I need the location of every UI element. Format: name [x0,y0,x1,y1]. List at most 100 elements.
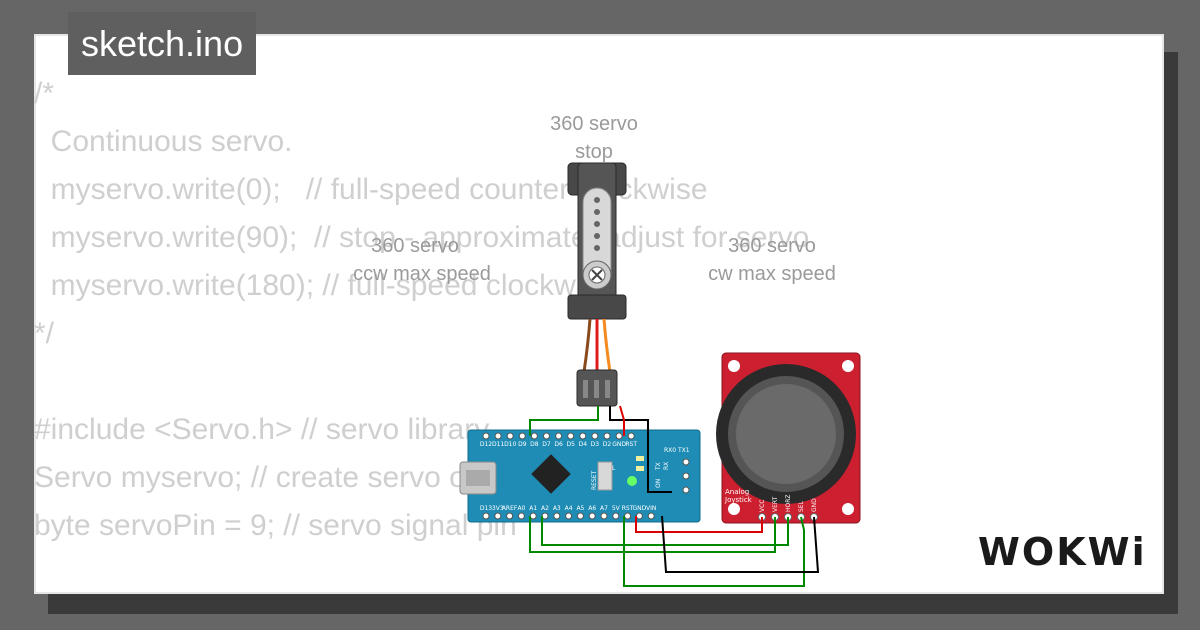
joystick-pin-label: SEL [798,500,805,512]
servo-cw-label-line1: 360 servo [728,235,816,257]
nano-top-pin[interactable] [555,432,563,440]
nano-bottom-pin-label: A6 [588,505,596,512]
nano-rx-led-label: RX [663,462,670,470]
joystick-pin-label: HORZ [785,494,792,512]
nano-top-pin[interactable] [518,432,526,440]
servo-leads [582,318,612,373]
joystick-vert-wire [529,516,776,553]
nano-bottom-pin-label: A2 [541,505,549,512]
nano-bottom-pin-label: A7 [600,505,608,512]
nano-bottom-pin[interactable] [588,512,596,520]
code-line: */ [34,317,55,350]
nano-bottom-pin[interactable] [553,512,561,520]
nano-led-label: L [612,465,616,472]
joystick-ground-wire [661,515,820,573]
nano-bottom-pin[interactable] [494,512,502,520]
nano-bottom-pin[interactable] [529,512,537,520]
nano-bottom-pin-label: AREF [502,505,518,512]
joystick-pin-label: VCC [759,500,766,512]
nano-bottom-pin-label: A4 [565,505,573,512]
wokwi-logo-text: WOKWi [978,530,1147,574]
code-line: byte servoPin = 9; // servo signal pin [34,509,517,542]
nano-top-pin[interactable] [579,432,587,440]
nano-bottom-pin-label: 5V [612,505,621,512]
servo-ccw-label-line2: ccw max speed [353,263,491,285]
nano-top-pin-label: D6 [554,441,563,448]
nano-bottom-pin-label: RST [622,505,634,512]
nano-reset-label: RESET [591,470,598,490]
nano-top-pin-label: D10 [504,441,516,448]
nano-top-pin-label: D11 [492,441,504,448]
nano-bottom-pin[interactable] [624,512,632,520]
nano-bottom-pin-label: A1 [529,505,537,512]
nano-bottom-pin-label: 3V3 [492,505,504,512]
nano-top-pin-label: D12 [480,441,492,448]
nano-top-pin-label: D7 [542,441,551,448]
servo-label-line2: stop [575,141,613,163]
nano-top-pin-label: D8 [530,441,539,448]
servo-cw-label-line2: cw max speed [708,263,836,285]
nano-top-pin-label: D9 [518,441,527,448]
nano-bottom-pin[interactable] [600,512,608,520]
nano-bottom-pin[interactable] [506,512,514,520]
joystick-title-line1: Analog [725,488,749,496]
nano-rx-label: RX0 [664,447,676,454]
nano-on-label: ON [655,479,662,488]
servo-label-line1: 360 servo [550,113,638,135]
nano-bottom-pin-label: D13 [480,505,492,512]
servo-power-wire [619,405,625,436]
nano-top-pin-label: GND [612,441,626,448]
code-line: Continuous servo. [34,125,293,158]
wokwi-logo[interactable]: WOKWi [976,527,1152,575]
nano-top-pin-label: D5 [566,441,575,448]
nano-top-pin-label: D4 [579,441,588,448]
nano-top-pin-label: RST [625,441,637,448]
nano-top-pin-label: D3 [591,441,600,448]
nano-bottom-pin[interactable] [517,512,525,520]
nano-top-pin[interactable] [506,432,514,440]
servo-signal-wire [529,406,599,436]
nano-bottom-pin-label: A3 [553,505,561,512]
nano-top-pin-label: D2 [603,441,612,448]
nano-top-pin[interactable] [530,432,538,440]
joystick-vcc-wire [635,516,763,533]
nano-bottom-pin-label: A0 [517,505,525,512]
nano-bottom-pin-label: GND [633,505,647,512]
nano-bottom-pin[interactable] [565,512,573,520]
nano-bottom-pin[interactable] [482,512,490,520]
nano-bottom-pin[interactable] [635,512,643,520]
code-line: myservo.write(90); // stop - approximate… [34,221,810,254]
nano-top-pin[interactable] [543,432,550,440]
servo-ccw-label-line1: 360 servo [371,235,459,257]
servo-connector[interactable] [576,369,618,407]
joystick-pin-label: VERT [772,496,779,512]
nano-top-pin[interactable] [494,432,502,440]
nano-tx-led-label: TX [655,462,662,471]
servo-motor[interactable] [567,162,627,320]
analog-joystick[interactable]: Analog Joystick VCC VERT HORZ SEL GND [716,352,861,524]
nano-bottom-pin-label: A5 [576,505,584,512]
nano-bottom-pin-label: VIN [646,505,656,512]
nano-top-pin[interactable] [615,432,623,440]
servo-ground-wire [609,406,672,493]
code-line: #include <Servo.h> // servo library [34,413,490,446]
joystick-pin-label: GND [811,498,818,512]
nano-bottom-pin[interactable] [647,512,655,520]
nano-top-pin[interactable] [603,432,611,440]
nano-tx-label: TX1 [677,447,690,454]
joystick-sel-wire [623,516,805,587]
nano-bottom-pin[interactable] [576,512,584,520]
nano-bottom-pin[interactable] [612,512,620,520]
nano-top-pin[interactable] [591,432,599,440]
wires [529,405,820,587]
nano-top-pin[interactable] [482,432,490,440]
nano-top-pin[interactable] [567,432,575,440]
nano-top-pin[interactable] [627,432,635,440]
code-line: /* [34,77,55,110]
file-name-tab[interactable]: sketch.ino [68,12,257,75]
joystick-title-line2: Joystick [724,496,753,504]
